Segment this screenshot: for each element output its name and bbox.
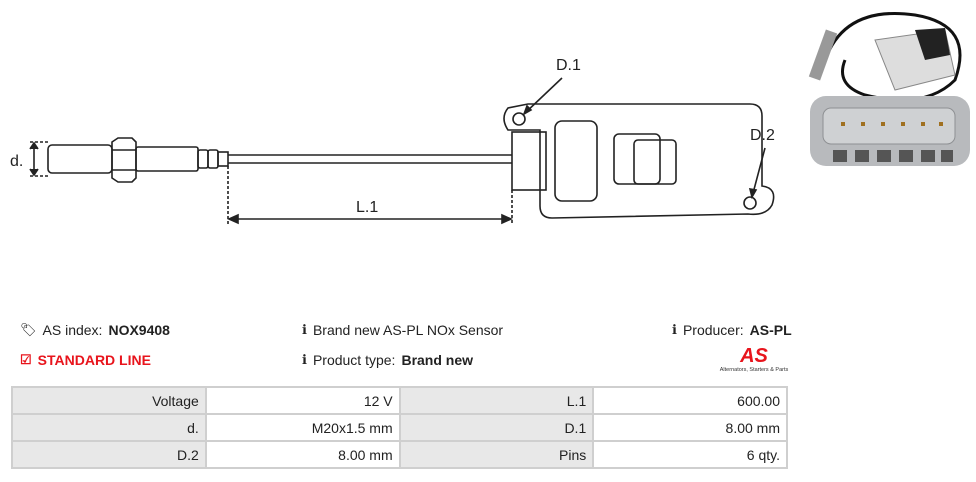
label-l1: L.1: [356, 199, 378, 216]
spec-value: 600.00: [592, 386, 788, 415]
as-index-value: NOX9408: [108, 322, 170, 338]
technical-drawing: d. L.1 D.1 D.2: [10, 57, 775, 225]
label-d1: D.1: [556, 57, 581, 74]
label-d2: D.2: [750, 127, 775, 144]
spec-value: M20x1.5 mm: [204, 413, 401, 442]
product-type-value: Brand new: [401, 352, 474, 368]
producer-label: Producer:: [682, 322, 744, 338]
standard-line-badge: ☑ STANDARD LINE: [20, 352, 151, 368]
spec-label: d.: [11, 413, 207, 442]
as-pl-logo: AS Alternators, Starters & Parts: [715, 345, 793, 377]
spec-value: 6 qty.: [592, 440, 788, 469]
spec-value: 8.00 mm: [592, 413, 788, 442]
tags-icon: 🏷: [20, 322, 37, 337]
spec-value: 12 V: [204, 386, 401, 415]
spec-value: 8.00 mm: [204, 440, 401, 469]
description-text: Brand new AS-PL NOx Sensor: [312, 322, 504, 338]
standard-line-label: STANDARD LINE: [37, 352, 151, 368]
logo-tagline: Alternators, Starters & Parts: [719, 367, 789, 373]
product-type-label: Product type:: [312, 352, 396, 368]
label-d: d.: [10, 153, 23, 170]
as-index-label: AS index:: [42, 322, 103, 338]
product-photo: [808, 12, 970, 166]
spec-label: D.1: [398, 413, 595, 442]
product-type: ℹ Product type: Brand new: [302, 352, 473, 368]
info-icon: ℹ: [672, 322, 677, 337]
info-icon: ℹ: [302, 322, 307, 337]
spec-label: D.2: [11, 440, 207, 469]
description: ℹ Brand new AS-PL NOx Sensor: [302, 322, 503, 338]
producer: ℹ Producer: AS-PL: [672, 322, 792, 338]
as-index: 🏷 AS index: NOX9408: [20, 322, 170, 338]
info-icon: ℹ: [302, 352, 307, 367]
logo-mark: AS: [740, 345, 768, 367]
spec-label: Pins: [398, 440, 595, 469]
spec-label: Voltage: [11, 386, 207, 415]
checkbox-icon: ☑: [20, 352, 32, 367]
spec-label: L.1: [398, 386, 595, 415]
producer-value: AS-PL: [749, 322, 792, 338]
